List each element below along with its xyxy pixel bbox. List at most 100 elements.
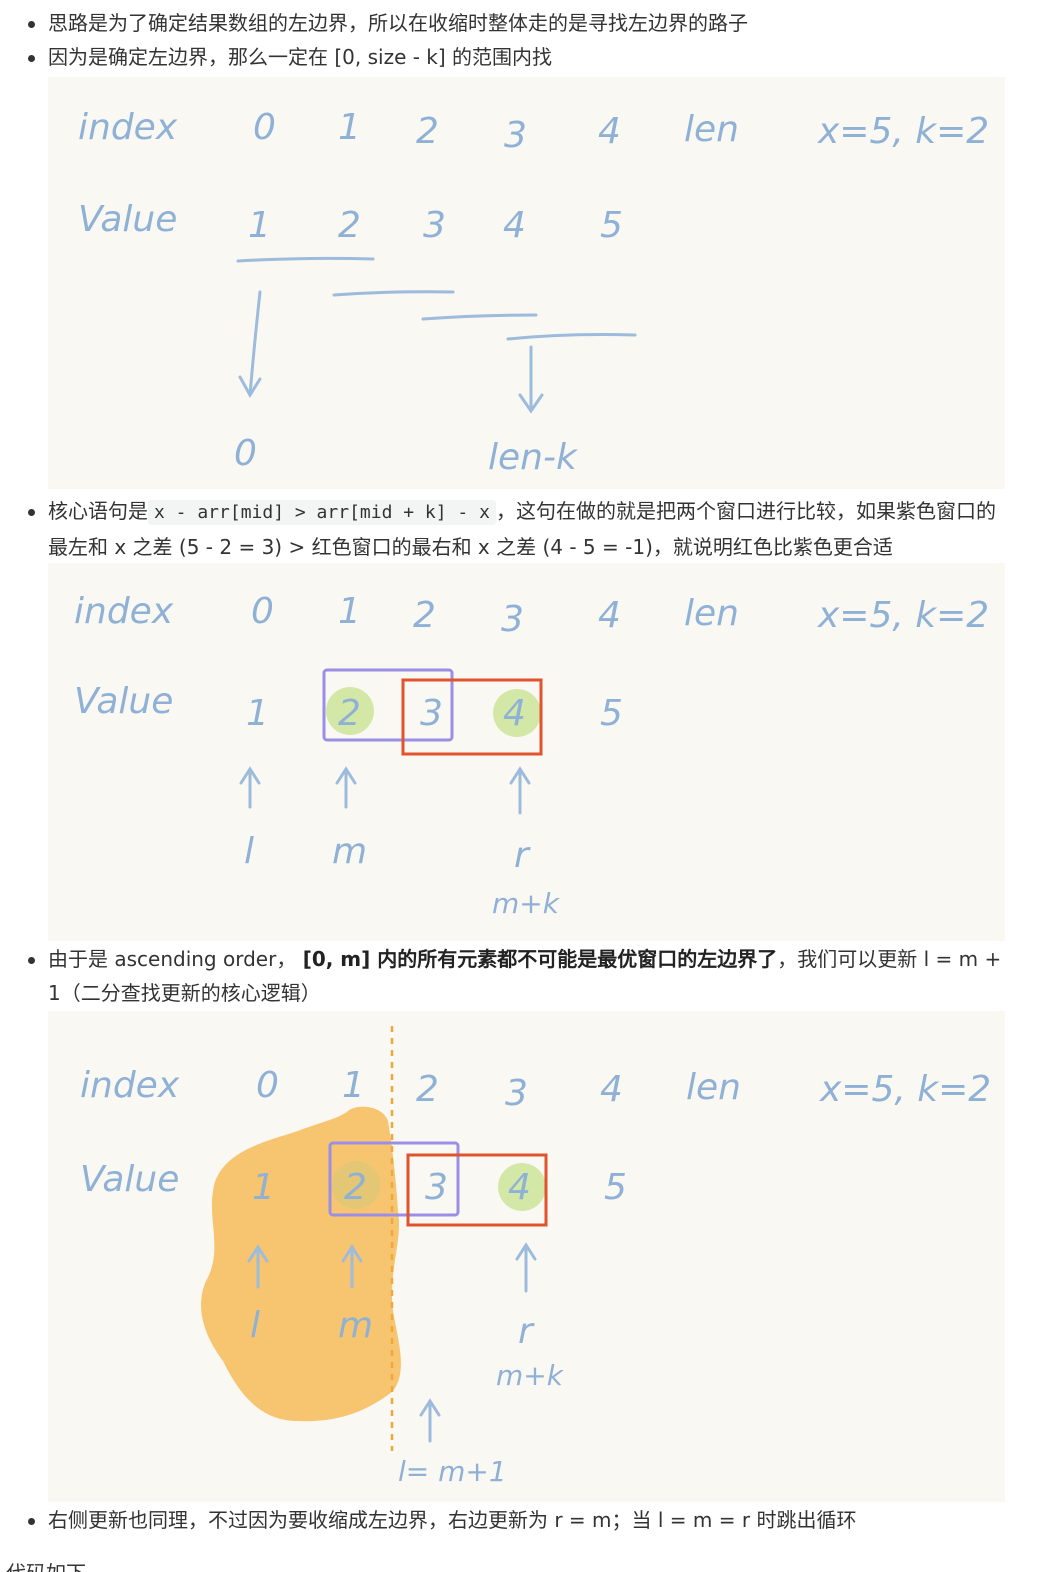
index-3: 3 — [505, 1073, 528, 1114]
highlight-value-4 — [493, 689, 541, 737]
pointer-m: m — [332, 831, 367, 872]
sketch-left-update-drawing: index 0 1 2 3 4 len x=5, k=2 Value 1 2 3… — [80, 1026, 991, 1488]
update-left-prefix: 由于是 ascending order， — [48, 947, 297, 971]
bullet-dot — [28, 509, 35, 516]
bottom-left-label: 0 — [234, 433, 257, 474]
index-1: 1 — [342, 1065, 365, 1106]
sketch-search-range-drawing: index 0 1 2 3 4 len x=5, k=2 Value 1 2 3… — [78, 107, 989, 478]
index-3: 3 — [504, 115, 527, 156]
arrow-head-r — [509, 766, 531, 785]
sketch-search-range: index 0 1 2 3 4 len x=5, k=2 Value 1 2 3… — [48, 77, 1005, 489]
core-statement-prefix: 核心语句是 — [48, 499, 148, 523]
sketch-left-update: index 0 1 2 3 4 len x=5, k=2 Value 1 2 3… — [48, 1011, 1005, 1502]
bullet-dot — [28, 55, 35, 62]
value-1: 1 — [252, 1167, 275, 1208]
value-label: Value — [74, 681, 173, 722]
value-1: 1 — [248, 205, 271, 246]
index-4: 4 — [598, 111, 621, 152]
core-statement-suffix: ，这句在做的就是把两个窗口进行比较，如果紫色窗口的最左和 x 之差 (5 - 2… — [48, 499, 996, 559]
index-1: 1 — [338, 591, 361, 632]
purple-window — [328, 1141, 460, 1217]
core-statement-code: x - arr[mid] > arr[mid + k] - x — [148, 500, 496, 525]
bullet-text: 思路是为了确定结果数组的左边界，所以在收缩时整体走的是寻找左边界的路子 — [48, 11, 748, 35]
index-label: index — [74, 591, 174, 632]
index-4: 4 — [598, 595, 621, 636]
highlight-value-2 — [332, 1161, 380, 1209]
bullet-dot — [28, 21, 35, 28]
value-2: 2 — [338, 693, 361, 734]
index-1: 1 — [338, 107, 361, 148]
params-label: x=5, k=2 — [819, 1069, 991, 1110]
window-underline-2 — [332, 290, 455, 297]
pointer-r: r — [518, 1311, 535, 1352]
index-label: index — [78, 107, 178, 148]
code-intro-fragment: 代码如下 — [6, 1556, 86, 1572]
value-1: 1 — [246, 693, 269, 734]
bullet-dot — [28, 957, 35, 964]
arrow-down-left — [248, 290, 262, 397]
bullet-text: 由于是 ascending order， [0, m] 内的所有元素都不可能是最… — [48, 942, 1008, 1010]
pointer-l: l — [244, 831, 254, 872]
arrow-head-l — [247, 1244, 269, 1263]
red-window — [406, 1153, 548, 1227]
window-underline-1 — [236, 256, 375, 263]
len-label: len — [686, 1067, 741, 1108]
params-label: x=5, k=2 — [817, 111, 989, 152]
sketch-window-compare: index 0 1 2 3 4 len x=5, k=2 Value 1 2 3… — [48, 563, 1005, 941]
value-4: 4 — [503, 693, 526, 734]
pointer-l: l — [250, 1305, 260, 1346]
arrow-head-update — [419, 1398, 441, 1417]
value-5: 5 — [604, 1167, 627, 1208]
value-5: 5 — [600, 693, 623, 734]
index-0: 0 — [251, 591, 274, 632]
arrow-head-right — [518, 393, 544, 414]
purple-window — [322, 668, 454, 742]
update-left-suffix: ，我们可以更新 l = m + 1（二分查找更新的核心逻辑） — [48, 947, 1002, 1005]
len-label: len — [684, 109, 739, 150]
pointer-r: r — [514, 835, 531, 876]
orange-scribble — [201, 1106, 401, 1422]
bullet-text: 右侧更新也同理，不过因为要收缩成左边界，右边更新为 r = m；当 l = m … — [48, 1508, 857, 1532]
bullet-dot — [28, 1518, 35, 1525]
value-5: 5 — [600, 205, 623, 246]
value-2: 2 — [338, 205, 361, 246]
highlight-value-2 — [326, 687, 374, 735]
value-4: 4 — [508, 1167, 531, 1208]
value-label: Value — [80, 1159, 179, 1200]
update-left-emphasis: [0, m] 内的所有元素都不可能是最优窗口的左边界了 — [302, 947, 778, 971]
arrow-head-left — [238, 375, 262, 398]
window-underline-3 — [421, 313, 538, 321]
index-0: 0 — [256, 1065, 279, 1106]
index-2: 2 — [416, 1069, 439, 1110]
bullet-update-left: 由于是 ascending order， [0, m] 内的所有元素都不可能是最… — [0, 942, 1052, 1010]
red-window — [401, 678, 543, 756]
pointer-m: m — [338, 1305, 373, 1346]
bottom-right-label: len-k — [488, 437, 579, 478]
index-4: 4 — [600, 1069, 623, 1110]
pointer-mk: m+k — [492, 887, 561, 920]
index-label: index — [80, 1065, 180, 1106]
pointer-mk: m+k — [496, 1359, 565, 1392]
sketch-window-compare-drawing: index 0 1 2 3 4 len x=5, k=2 Value 1 2 3… — [74, 591, 989, 920]
bullet-text: 因为是确定左边界，那么一定在 [0, size - k] 的范围内找 — [48, 45, 553, 69]
value-3: 3 — [423, 205, 446, 246]
params-label: x=5, k=2 — [817, 595, 989, 636]
index-2: 2 — [413, 595, 436, 636]
index-3: 3 — [501, 599, 524, 640]
value-2: 2 — [344, 1167, 367, 1208]
arrow-head-r — [515, 1242, 537, 1261]
value-4: 4 — [503, 205, 526, 246]
arrow-head-l — [239, 766, 261, 785]
index-2: 2 — [416, 111, 439, 152]
arrow-head-m — [335, 766, 357, 785]
highlight-value-4 — [498, 1163, 546, 1211]
update-label: l= m+1 — [398, 1455, 507, 1488]
value-label: Value — [78, 199, 177, 240]
index-0: 0 — [253, 107, 276, 148]
window-underline-4 — [506, 333, 637, 341]
len-label: len — [684, 593, 739, 634]
arrow-head-m — [341, 1244, 363, 1263]
value-3: 3 — [425, 1167, 448, 1208]
